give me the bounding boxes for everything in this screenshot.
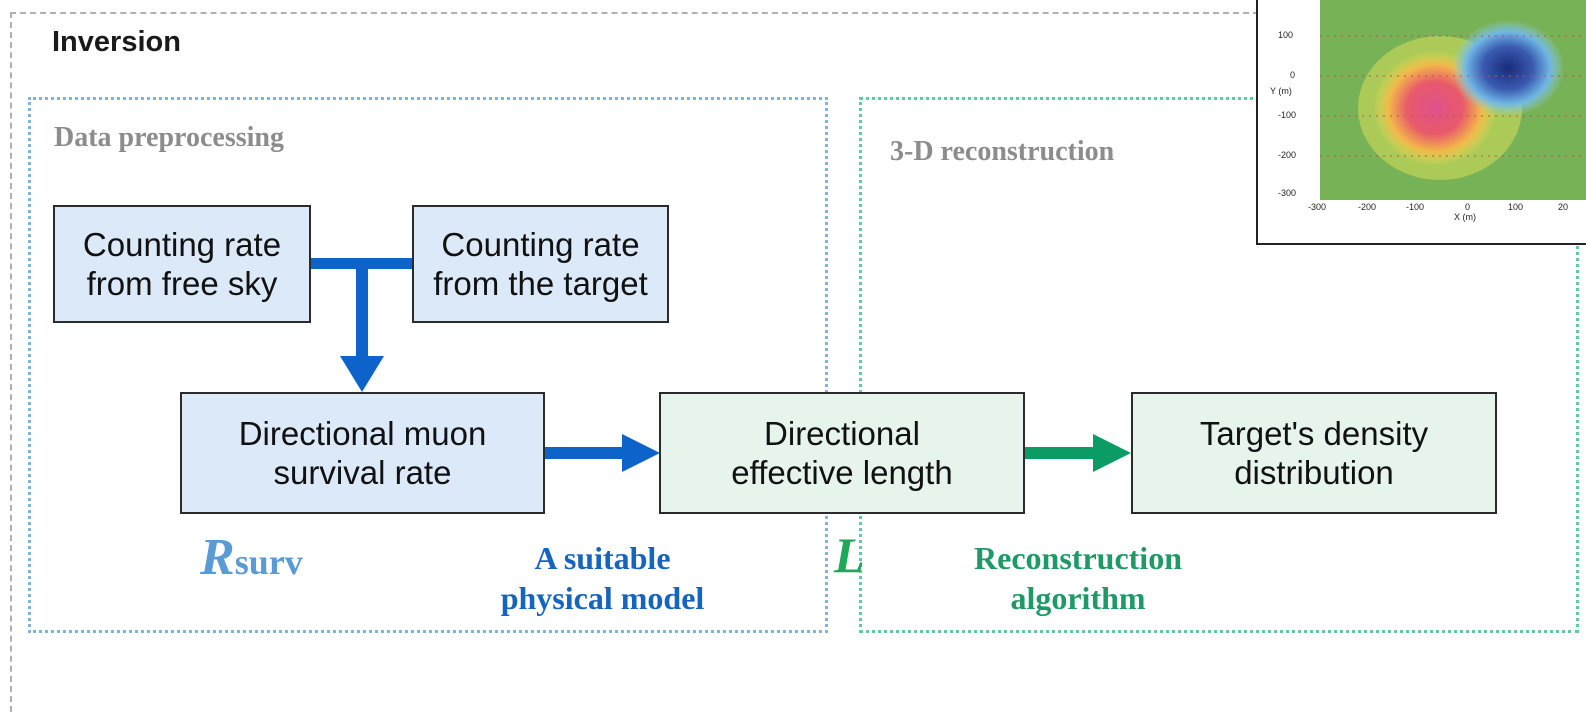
physical-model-label: A suitable physical model <box>500 540 705 616</box>
inset-density-map: 100 0 Y (m) -100 -200 -300 -300 -200 -10… <box>1256 0 1586 245</box>
down-arrow-head <box>340 356 384 392</box>
inset-xtick: 100 <box>1508 202 1524 212</box>
inset-ytick: 0 <box>1290 70 1296 80</box>
inset-xlabel: X (m) <box>1454 212 1476 222</box>
r-surv-symbol: Rsurv <box>200 528 303 587</box>
flow-arrows <box>310 258 1131 472</box>
inset-xtick: 0 <box>1465 202 1471 212</box>
preprocessing-title: Data preprocessing <box>54 122 284 153</box>
inversion-frame <box>10 12 1586 712</box>
heatmap-low-density <box>1452 20 1564 116</box>
inset-xtick: -300 <box>1308 202 1327 212</box>
arrow-shaft-to-effective-length <box>545 447 625 459</box>
arrow-head-to-effective-length <box>622 434 660 472</box>
inset-ytick: -300 <box>1278 188 1297 198</box>
inset-xtick: -200 <box>1358 202 1377 212</box>
arrow-head-to-density <box>1093 434 1131 472</box>
inset-ytick: 100 <box>1278 30 1294 40</box>
inset-ytick: -200 <box>1278 150 1297 160</box>
box-free-sky-rate: Counting rate from free sky <box>53 205 311 323</box>
inset-xtick: 20 <box>1558 202 1569 212</box>
arrow-shaft-to-density <box>1025 447 1095 459</box>
reconstruction-algorithm-label: Reconstruction algorithm <box>974 540 1182 616</box>
section-title: Inversion <box>52 26 181 58</box>
l-symbol: L <box>834 527 865 583</box>
box-effective-length: Directional effective length <box>659 392 1025 514</box>
box-density-distribution: Target's density distribution <box>1131 392 1497 514</box>
inset-heatmap <box>1320 0 1586 200</box>
r-symbol: R <box>200 529 235 586</box>
down-arrow-shaft <box>356 258 368 358</box>
inset-ylabel: Y (m) <box>1270 86 1292 96</box>
inset-heatmap-svg <box>1320 0 1586 200</box>
preprocessing-zone <box>28 97 828 633</box>
box-target-rate: Counting rate from the target <box>412 205 669 323</box>
inset-xtick: -100 <box>1406 202 1425 212</box>
r-subscript: surv <box>234 542 303 582</box>
box-survival-rate: Directional muon survival rate <box>180 392 545 514</box>
reconstruction-zone <box>859 97 1579 633</box>
inset-ytick: -100 <box>1278 110 1297 120</box>
reconstruction-title: 3-D reconstruction <box>890 136 1115 167</box>
